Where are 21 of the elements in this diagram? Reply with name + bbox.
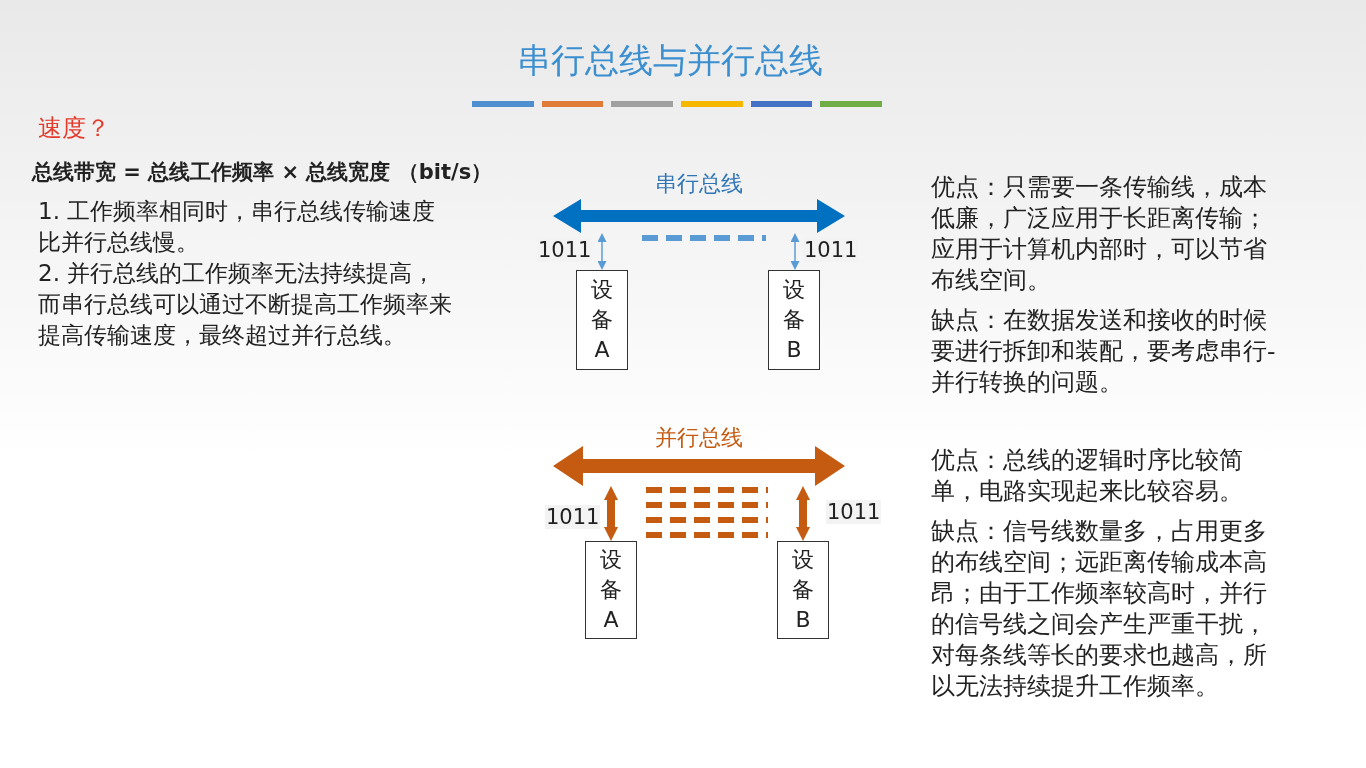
formula-text: 总线带宽 = 总线工作频率 × 总线宽度 （bit/s） xyxy=(32,159,494,186)
note-text: 缺点：在数据发送和接收的时候要进行拆卸和装配，要考虑串行-并行转换的问题。 xyxy=(931,305,1277,398)
note-text: 优点：总线的逻辑时序比较简单，电路实现起来比较容易。 xyxy=(931,445,1244,507)
note-text: 缺点：信号线数量多，占用更多的布线空间；远距离传输成本高昂；由于工作频率较高时，并行的信号线之间会产生严重干扰，对每条线等长的要求也越高，所以无法持续提升工作频率。 xyxy=(931,516,1268,702)
device-box: 设备A xyxy=(576,270,628,370)
arrow xyxy=(790,233,800,270)
arrow xyxy=(604,486,618,541)
device-box: 设备B xyxy=(777,541,829,639)
list-item: 1. 工作频率相同时，串行总线传输速度比并行总线慢。 xyxy=(38,197,437,257)
edge-label: 1011 xyxy=(826,500,882,524)
device-box: 设备A xyxy=(585,541,637,639)
list-item: 2. 并行总线的工作频率无法持续提高，而串行总线可以通过不断提高工作频率来提高传输速度，最终超过并行总线。 xyxy=(38,259,453,350)
device-box: 设备B xyxy=(768,270,820,370)
slide-title: 串行总线与并行总线 xyxy=(517,40,823,80)
arrow xyxy=(597,233,607,270)
heading: 速度？ xyxy=(38,113,111,144)
arrow xyxy=(796,486,810,541)
bus-label: 并行总线 xyxy=(655,425,743,450)
bus-label: 串行总线 xyxy=(655,171,743,196)
note-text: 优点：只需要一条传输线，成本低廉，广泛应用于长距离传输；应用于计算机内部时，可以节省布线空间。 xyxy=(931,172,1268,296)
edge-label: 1011 xyxy=(545,505,601,529)
